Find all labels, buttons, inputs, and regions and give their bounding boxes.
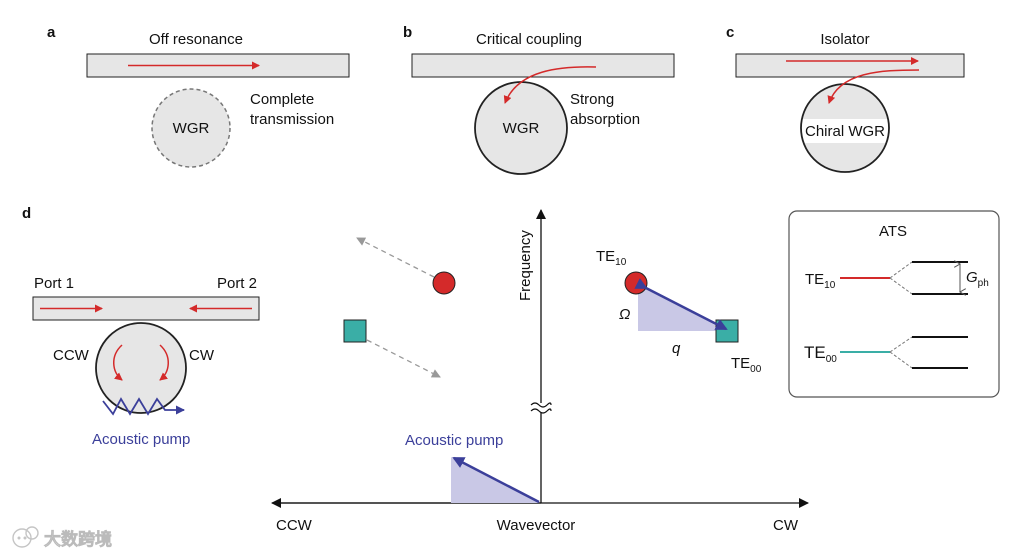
panel-b-waveguide xyxy=(411,53,675,78)
panel-b-note-2: absorption xyxy=(570,111,640,128)
panel-d-device: d Port 1 Port 2 CCW CW Acoustic pump xyxy=(22,205,260,448)
ats-te00-label: TE00 xyxy=(804,343,837,365)
cw-te10-mode xyxy=(624,271,648,295)
ccw-te00-dashed-arrow xyxy=(366,339,441,378)
panel-b: b Critical coupling WGR Strong absorptio… xyxy=(403,24,675,175)
watermark-text: 大数跨境 xyxy=(44,529,112,550)
acoustic-wave-zigzag xyxy=(102,397,185,416)
watermark: 大数跨境 xyxy=(12,526,112,550)
panel-b-ring-label: WGR xyxy=(503,120,540,137)
panel-c-chiral-band xyxy=(801,119,889,143)
q-label: q xyxy=(672,340,681,357)
panel-c-label: c xyxy=(726,24,734,41)
te00-label: TE00 xyxy=(731,355,762,375)
panel-c-backward-arrow xyxy=(827,69,920,104)
panel-c: c Isolator Chiral WGR xyxy=(726,24,965,173)
acoustic-pump-label-left: Acoustic pump xyxy=(92,431,190,448)
port-2-label: Port 2 xyxy=(217,275,257,292)
panel-d-ring xyxy=(95,322,187,414)
panel-b-note-1: Strong xyxy=(570,91,614,108)
panel-c-ring-outline xyxy=(800,83,890,173)
panel-a-ring xyxy=(151,88,231,168)
ats-box: ATS TE10 Gph TE00 xyxy=(788,210,1000,398)
panel-a-note-2: transmission xyxy=(250,111,334,128)
ats-te10-split-up xyxy=(889,261,913,279)
panel-c-waveguide xyxy=(735,53,965,78)
watermark-logo-icon xyxy=(12,526,39,548)
ccw-te00-mode xyxy=(343,319,367,343)
ats-frame xyxy=(788,210,1000,398)
wavevector-axis-label: Wavevector xyxy=(497,517,576,534)
cw-te00-mode xyxy=(715,319,739,343)
panel-b-title: Critical coupling xyxy=(476,31,582,48)
ccw-axis-label: CCW xyxy=(276,517,313,534)
ats-te00-split-up xyxy=(889,336,913,353)
acoustic-pump-arrow xyxy=(452,456,540,504)
dispersion-diagram: Frequency Wavevector CCW CW TE10 TE00 Ω … xyxy=(271,209,809,534)
ccw-te10-mode xyxy=(432,271,456,295)
panel-b-label: b xyxy=(403,24,412,41)
axis-break-icon xyxy=(530,402,552,414)
ats-te00-split-down xyxy=(889,351,913,369)
panel-a-title: Off resonance xyxy=(149,31,243,48)
omega-label: Ω xyxy=(619,306,630,323)
acoustic-pump-label-diagram: Acoustic pump xyxy=(405,432,503,449)
panel-a: a Off resonance WGR Complete transmissio… xyxy=(47,24,350,168)
panel-a-ring-label: WGR xyxy=(173,120,210,137)
panel-c-ring-label: Chiral WGR xyxy=(805,123,885,140)
te10-label: TE10 xyxy=(596,248,627,268)
gph-label: Gph xyxy=(966,269,989,289)
ccw-label: CCW xyxy=(53,347,90,364)
ats-title: ATS xyxy=(879,223,907,240)
ats-te10-label: TE10 xyxy=(805,271,836,291)
panel-d-label: d xyxy=(22,205,31,222)
cw-arrow xyxy=(159,344,169,381)
panel-c-title: Isolator xyxy=(820,31,869,48)
cw-label: CW xyxy=(189,347,215,364)
panel-a-label: a xyxy=(47,24,56,41)
frequency-axis-label: Frequency xyxy=(517,230,534,301)
panel-a-note-1: Complete xyxy=(250,91,314,108)
port-1-label: Port 1 xyxy=(34,275,74,292)
ccw-arrow xyxy=(113,344,123,381)
panel-b-coupling-arrow xyxy=(503,66,597,104)
ccw-te10-dashed-arrow xyxy=(356,237,435,278)
cw-axis-label: CW xyxy=(773,517,799,534)
ats-te10-split-down xyxy=(889,277,913,295)
panel-d-waveguide xyxy=(32,296,260,321)
coupling-double-arrow xyxy=(634,278,728,331)
